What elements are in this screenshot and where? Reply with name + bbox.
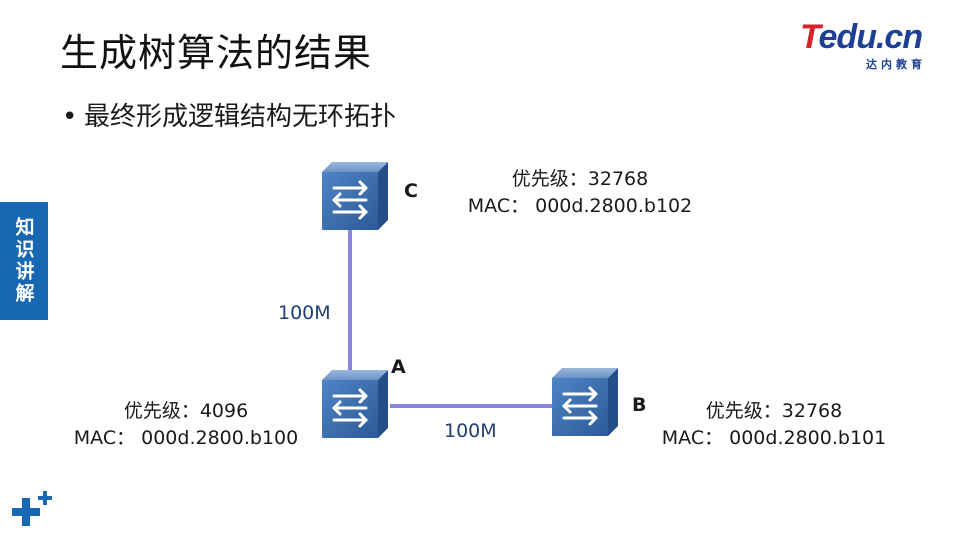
node-a-name: A [391,356,406,378]
bullet-text: 最终形成逻辑结构无环拓扑 [84,102,397,132]
plus-icon [12,491,52,526]
node-c-mac: MAC： 000d.2800.b102 [467,195,693,217]
bullet-point: •最终形成逻辑结构无环拓扑 [62,96,396,133]
switch-icon-a [320,368,390,440]
node-b-name: B [632,394,647,416]
logo-subtitle: 达内教育 [866,58,926,71]
node-c-name: C [404,180,418,202]
node-c-info: 优先级：32768 MAC： 000d.2800.b102 [462,164,698,218]
node-c-priority: 优先级：32768 [511,168,649,190]
page-title: 生成树算法的结果 [60,31,373,75]
switch-icon-c [320,160,390,232]
node-a-priority: 优先级：4096 [123,400,249,422]
side-tab: 知识讲解 [0,202,48,320]
tedu-logo: Tedu.cn 达内教育 [800,18,940,71]
node-a-mac: MAC： 000d.2800.b100 [73,427,299,449]
node-b-priority: 优先级：32768 [705,400,843,422]
node-b-info: 优先级：32768 MAC： 000d.2800.b101 [656,396,892,450]
side-tab-label: 知识讲解 [12,217,35,305]
logo-wordmark: Tedu.cn [800,18,923,56]
bullet-dot-icon: • [62,102,78,132]
node-b-mac: MAC： 000d.2800.b101 [661,427,887,449]
link-c-a-label: 100M [278,302,331,324]
node-a-info: 优先级：4096 MAC： 000d.2800.b100 [66,396,306,450]
link-a-b-label: 100M [444,420,497,442]
switch-icon-b [550,366,620,438]
